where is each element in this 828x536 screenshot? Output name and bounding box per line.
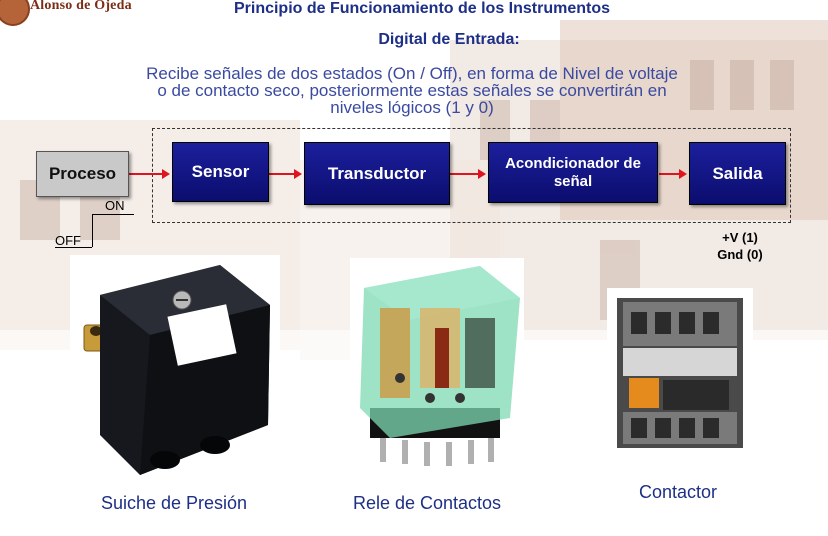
caption-pressure-switch: Suiche de Presión bbox=[100, 493, 248, 513]
caption-relay: Rele de Contactos bbox=[352, 493, 502, 513]
contactor-image bbox=[607, 288, 753, 456]
description-line: niveles lógicos (1 y 0) bbox=[330, 98, 494, 117]
output-high: +V (1) bbox=[722, 230, 758, 245]
block-sensor: Sensor bbox=[172, 142, 269, 202]
page-title: Principio de Funcionamiento de los Instr… bbox=[233, 0, 611, 17]
description-line: Recibe señales de dos estados (On / Off)… bbox=[146, 64, 678, 83]
logo: Alonso de Ojeda bbox=[0, 0, 190, 26]
page-subtitle: Digital de Entrada: bbox=[378, 31, 520, 48]
caption-contactor: Contactor bbox=[638, 482, 718, 502]
description: Recibe señales de dos estados (On / Off)… bbox=[80, 65, 744, 116]
block-proceso: Proceso bbox=[36, 151, 129, 197]
block-salida: Salida bbox=[689, 142, 786, 205]
logo-text: Alonso de Ojeda bbox=[30, 0, 132, 13]
relay-image bbox=[350, 258, 524, 470]
signal-off-label: OFF bbox=[55, 233, 81, 248]
system-boundary bbox=[152, 128, 791, 223]
signal-high-line bbox=[92, 214, 134, 215]
description-line: o de contacto seco, posteriormente estas… bbox=[157, 81, 667, 100]
signal-low-line bbox=[55, 247, 92, 248]
arrow-sensor-transductor bbox=[268, 169, 302, 179]
output-low: Gnd (0) bbox=[717, 247, 763, 262]
block-transductor: Transductor bbox=[304, 142, 450, 205]
arrow-proceso-sensor bbox=[128, 169, 170, 179]
arrow-transductor-acondicionador bbox=[449, 169, 486, 179]
block-acondicionador: Acondicionador de señal bbox=[488, 142, 658, 203]
signal-edge-line bbox=[92, 214, 93, 247]
signal-on-label: ON bbox=[105, 198, 125, 213]
output-levels: +V (1) Gnd (0) bbox=[690, 229, 790, 263]
pressure-switch-image bbox=[70, 255, 280, 485]
arrow-acondicionador-salida bbox=[659, 169, 687, 179]
